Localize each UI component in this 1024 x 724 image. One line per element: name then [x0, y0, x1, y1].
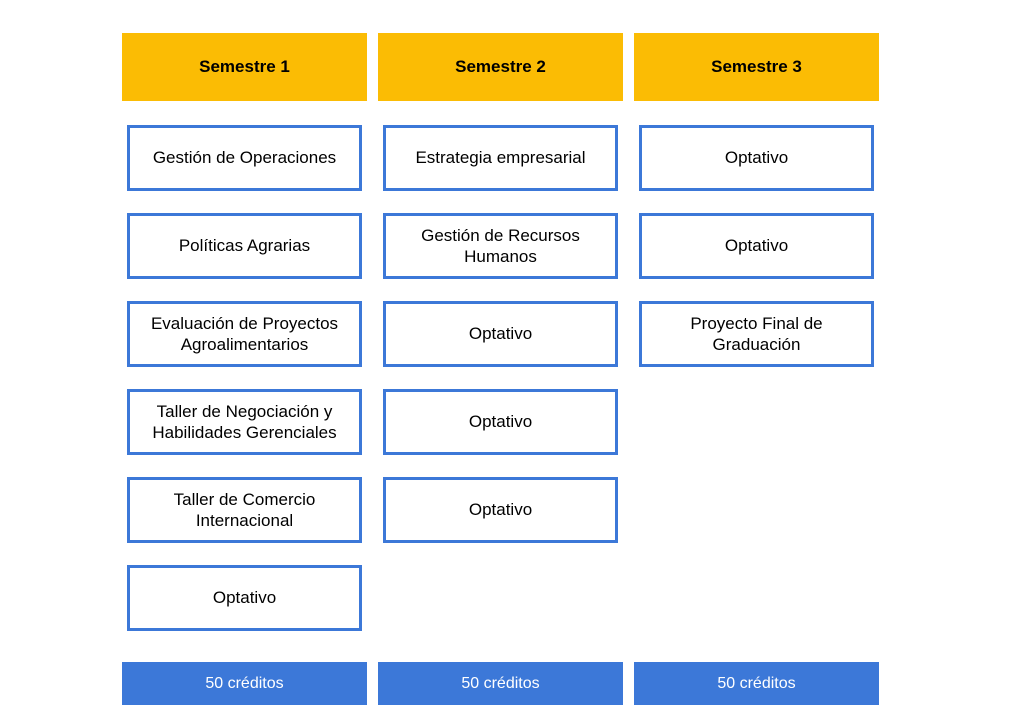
- course-box: Optativo: [639, 125, 874, 191]
- semester-header: Semestre 2: [378, 33, 623, 101]
- semester-header: Semestre 3: [634, 33, 879, 101]
- course-box: Optativo: [639, 213, 874, 279]
- semester-header: Semestre 1: [122, 33, 367, 101]
- course-box: Políticas Agrarias: [127, 213, 362, 279]
- credits-footer: 50 créditos: [634, 662, 879, 705]
- course-box: Gestión de Operaciones: [127, 125, 362, 191]
- course-box: Evaluación de Proyectos Agroalimentarios: [127, 301, 362, 367]
- course-box: Estrategia empresarial: [383, 125, 618, 191]
- course-box: Optativo: [383, 301, 618, 367]
- course-box: Optativo: [383, 477, 618, 543]
- course-box: Proyecto Final de Graduación: [639, 301, 874, 367]
- credits-footer: 50 créditos: [122, 662, 367, 705]
- credits-footer: 50 créditos: [378, 662, 623, 705]
- course-box: Optativo: [383, 389, 618, 455]
- course-box: Taller de Negociación y Habilidades Gere…: [127, 389, 362, 455]
- course-box: Optativo: [127, 565, 362, 631]
- course-box: Gestión de Recursos Humanos: [383, 213, 618, 279]
- course-box: Taller de Comercio Internacional: [127, 477, 362, 543]
